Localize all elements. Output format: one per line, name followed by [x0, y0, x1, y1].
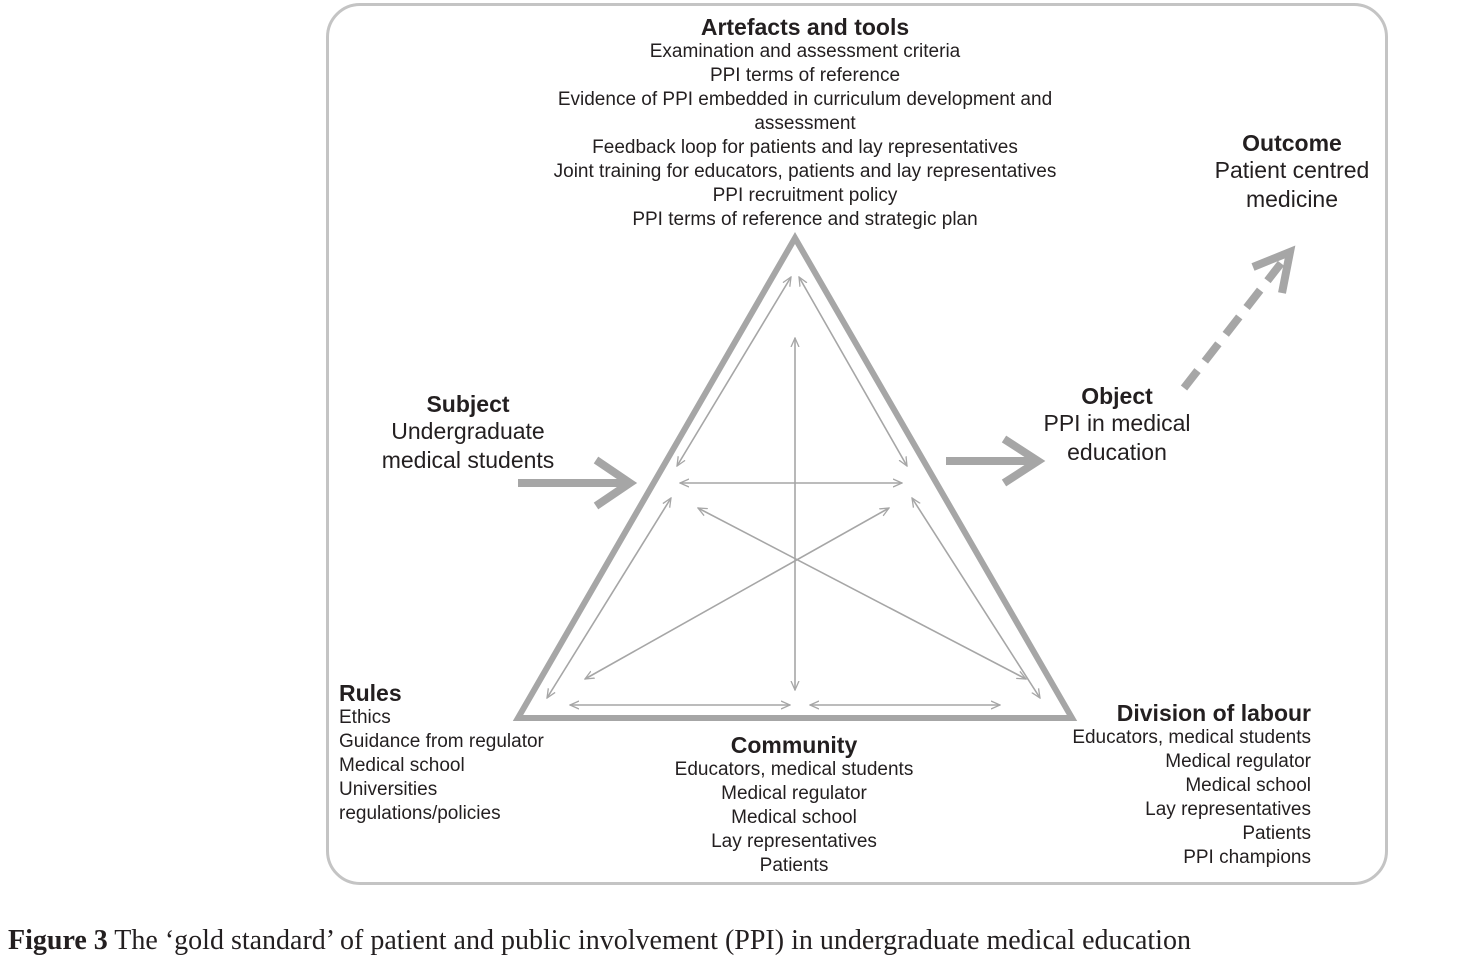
- division-item: Patients: [1242, 823, 1311, 844]
- rules-item: Universities: [339, 779, 438, 800]
- division-item: Medical school: [1185, 775, 1311, 796]
- artefacts-item: Examination and assessment criteria: [649, 41, 961, 62]
- artefacts-item: Evidence of PPI embedded in curriculum d…: [557, 89, 1053, 110]
- community-item: Patients: [759, 855, 829, 876]
- rules-block: Rules Ethics Guidance from regulator Med…: [339, 680, 579, 826]
- arrow-top-right-edge: [799, 277, 907, 466]
- arrow-right-lower-edge: [912, 498, 1040, 698]
- artefacts-item: PPI terms of reference: [709, 65, 901, 86]
- division-item: Educators, medical students: [1072, 727, 1311, 748]
- outcome-line: Patient centred: [1214, 157, 1370, 183]
- community-item: Educators, medical students: [674, 759, 914, 780]
- subject-block: Subject Undergraduate medical students: [358, 391, 578, 475]
- artefacts-item: assessment: [754, 113, 856, 134]
- subject-heading: Subject: [426, 391, 510, 417]
- artefacts-item: Joint training for educators, patients a…: [553, 161, 1057, 182]
- figure-caption-text: The ‘gold standard’ of patient and publi…: [107, 925, 1191, 956]
- rules-item: Ethics: [339, 707, 391, 728]
- object-block: Object PPI in medical education: [1017, 383, 1217, 467]
- object-line: PPI in medical: [1043, 410, 1191, 436]
- division-item: Lay representatives: [1145, 799, 1311, 820]
- arrow-top-left-edge: [677, 277, 791, 466]
- community-heading: Community: [730, 732, 858, 758]
- outcome-block: Outcome Patient centred medicine: [1182, 130, 1402, 214]
- rules-heading: Rules: [339, 680, 402, 706]
- artefacts-item: Feedback loop for patients and lay repre…: [592, 137, 1018, 158]
- inner-arrows: [547, 277, 1040, 705]
- subject-line: medical students: [381, 447, 555, 473]
- division-item: PPI champions: [1183, 847, 1311, 868]
- arrow-left-lower-edge: [547, 498, 671, 698]
- figure-label: Figure 3: [8, 925, 108, 956]
- arrow-diagonal-to-bottom-left: [585, 508, 889, 679]
- figure-caption: Figure 3 The ‘gold standard’ of patient …: [8, 924, 1469, 958]
- activity-triangle: [512, 231, 1078, 721]
- artefacts-item: PPI terms of reference and strategic pla…: [632, 209, 978, 230]
- subject-arrow: [518, 456, 638, 510]
- community-item: Lay representatives: [711, 831, 877, 852]
- community-item: Medical school: [731, 807, 857, 828]
- division-heading: Division of labour: [1116, 700, 1311, 726]
- artefacts-item: PPI recruitment policy: [712, 185, 898, 206]
- artefacts-heading: Artefacts and tools: [700, 14, 910, 40]
- community-block: Community Educators, medical students Me…: [644, 732, 944, 878]
- artefacts-and-tools-block: Artefacts and tools Examination and asse…: [505, 14, 1105, 232]
- rules-item: Guidance from regulator: [339, 731, 544, 752]
- division-item: Medical regulator: [1165, 751, 1311, 772]
- arrow-diagonal-to-bottom-right: [698, 508, 1026, 679]
- object-arrow: [946, 435, 1046, 487]
- outcome-line: medicine: [1245, 186, 1339, 212]
- community-item: Medical regulator: [721, 783, 867, 804]
- outcome-dashed-arrow: [1180, 245, 1296, 391]
- division-of-labour-block: Division of labour Educators, medical st…: [1031, 700, 1311, 870]
- object-heading: Object: [1081, 383, 1153, 409]
- diagram-frame: [326, 3, 1388, 885]
- outcome-heading: Outcome: [1242, 130, 1342, 156]
- object-line: education: [1067, 439, 1167, 465]
- subject-line: Undergraduate: [391, 418, 545, 444]
- rules-item: regulations/policies: [339, 803, 501, 824]
- rules-item: Medical school: [339, 755, 465, 776]
